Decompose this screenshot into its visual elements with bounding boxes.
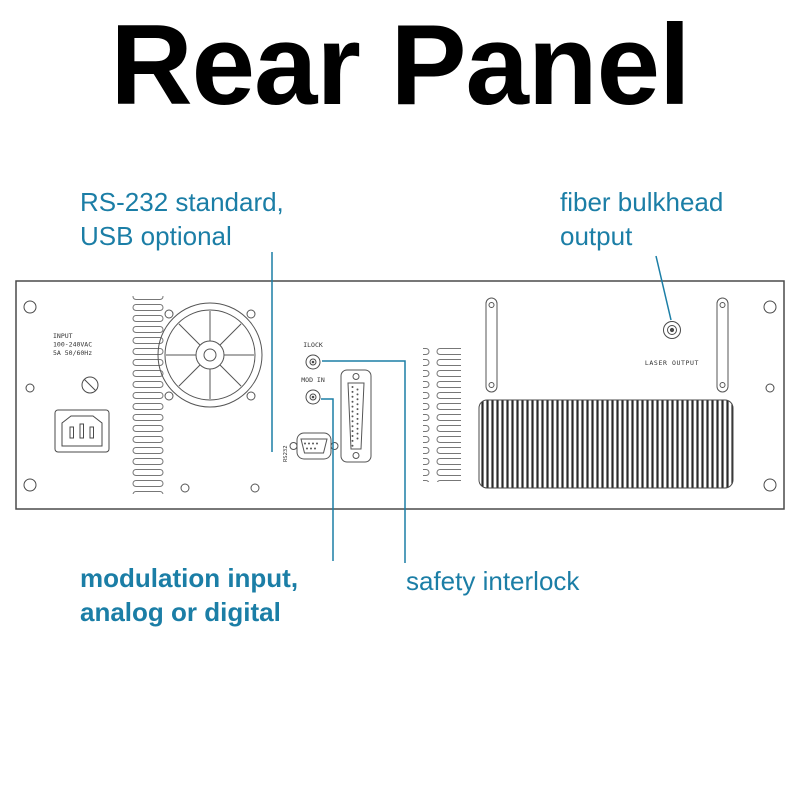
rear-panel-drawing: INPUT 100-240VAC 5A 50/60Hz xyxy=(15,280,785,510)
page-title: Rear Panel xyxy=(110,2,690,129)
input-label-line3: 5A 50/60Hz xyxy=(53,349,92,357)
cooling-fan xyxy=(157,302,263,408)
annotation-safety-interlock: safety interlock xyxy=(406,566,580,596)
input-label-line2: 100-240VAC xyxy=(53,341,92,349)
ilock-label: ILOCK xyxy=(303,341,323,349)
iec-power-inlet xyxy=(54,409,110,453)
annotation-rs232-line1: RS-232 standard, xyxy=(80,187,284,217)
corner-screw-holes xyxy=(23,300,777,492)
annotation-fiber-line1: fiber bulkhead xyxy=(560,187,724,217)
bottom-screws xyxy=(180,483,260,493)
fan-mount-screws xyxy=(164,309,256,401)
annotation-fiber-line2: output xyxy=(560,220,633,251)
vent-slots-middle xyxy=(423,344,461,482)
annotation-modulation-line1: modulation input, xyxy=(80,563,299,593)
annotation-rs232: RS-232 standard, USB optional xyxy=(80,186,284,254)
annotation-fiber-output: fiber bulkhead output xyxy=(560,186,723,254)
annotation-rs232-line2: USB optional xyxy=(80,220,232,251)
rack-handle-right xyxy=(716,297,729,393)
rack-handle-left xyxy=(485,297,498,393)
slotted-screw xyxy=(81,376,99,394)
rs232-port-label: RS232 xyxy=(283,445,289,462)
fiber-bulkhead-connector xyxy=(663,321,681,339)
fan-guard-spokes xyxy=(166,311,254,399)
vent-slots-left xyxy=(127,296,165,494)
power-input-label: INPUT 100-240VAC 5A 50/60Hz xyxy=(53,332,92,357)
annotation-modulation-input: modulation input, analog or digital xyxy=(80,562,298,630)
input-label-line1: INPUT xyxy=(53,332,73,340)
mod-in-label: MOD IN xyxy=(301,376,325,384)
ilock-connector xyxy=(305,354,321,370)
annotation-modulation-line2: analog or digital xyxy=(80,596,281,627)
laser-output-label: LASER OUTPUT xyxy=(645,359,699,367)
mod-in-connector xyxy=(305,389,321,405)
hatched-vent-grille xyxy=(478,399,734,489)
